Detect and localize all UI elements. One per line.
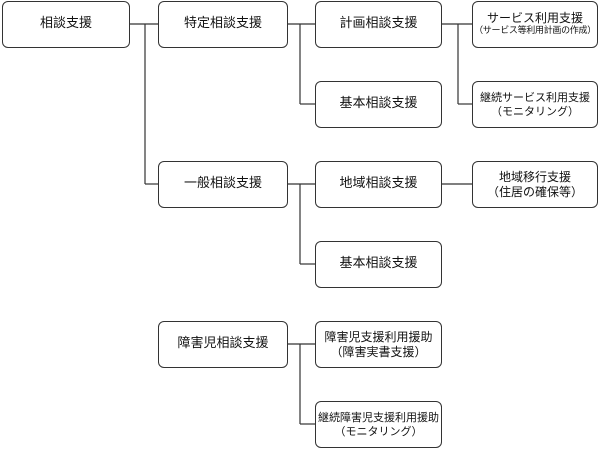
specific-basic-support-node: 基本相談支援 (315, 81, 442, 128)
child-continuous-support-label: 継続障害児支援利用援助 (318, 410, 439, 424)
regional-support-label: 地域相談支援 (339, 176, 418, 192)
service-use-support-label: サービス利用支援 (486, 11, 583, 26)
general-support-node: 一般相談支援 (158, 161, 288, 208)
child-use-support-sub: （障害実書支援） (330, 344, 427, 359)
child-use-support-label: 障害児支援利用援助 (324, 329, 433, 344)
continuous-service-support-label: 継続サービス利用支援 (480, 90, 590, 104)
general-basic-support-node: 基本相談支援 (315, 241, 442, 288)
continuous-service-support-node: 継続サービス利用支援 （モニタリング） (472, 81, 598, 128)
specific-support-label: 特定相談支援 (183, 16, 262, 32)
general-basic-support-label: 基本相談支援 (339, 256, 418, 272)
root-node: 相談支援 (2, 1, 130, 48)
child-continuous-support-sub: （モニタリング） (334, 424, 423, 438)
specific-support-node: 特定相談支援 (158, 1, 288, 48)
child-support-label: 障害児相談支援 (177, 336, 269, 352)
root-label: 相談支援 (39, 16, 92, 32)
transition-support-label: 地域移行支援 (498, 169, 571, 184)
transition-support-node: 地域移行支援 （住居の確保等） (472, 161, 598, 208)
plan-support-node: 計画相談支援 (315, 1, 442, 48)
plan-support-label: 計画相談支援 (339, 16, 418, 32)
specific-basic-support-label: 基本相談支援 (339, 96, 418, 112)
service-use-support-sub: （サービス等利用計画の作成） (474, 26, 596, 37)
child-use-support-node: 障害児支援利用援助 （障害実書支援） (315, 321, 442, 368)
regional-support-node: 地域相談支援 (315, 161, 442, 208)
service-use-support-node: サービス利用支援 （サービス等利用計画の作成） (472, 1, 598, 48)
general-support-label: 一般相談支援 (183, 176, 262, 192)
continuous-service-support-sub: （モニタリング） (491, 104, 579, 118)
child-continuous-support-node: 継続障害児支援利用援助 （モニタリング） (315, 401, 442, 448)
child-support-node: 障害児相談支援 (158, 321, 288, 368)
transition-support-sub: （住居の確保等） (486, 184, 583, 199)
